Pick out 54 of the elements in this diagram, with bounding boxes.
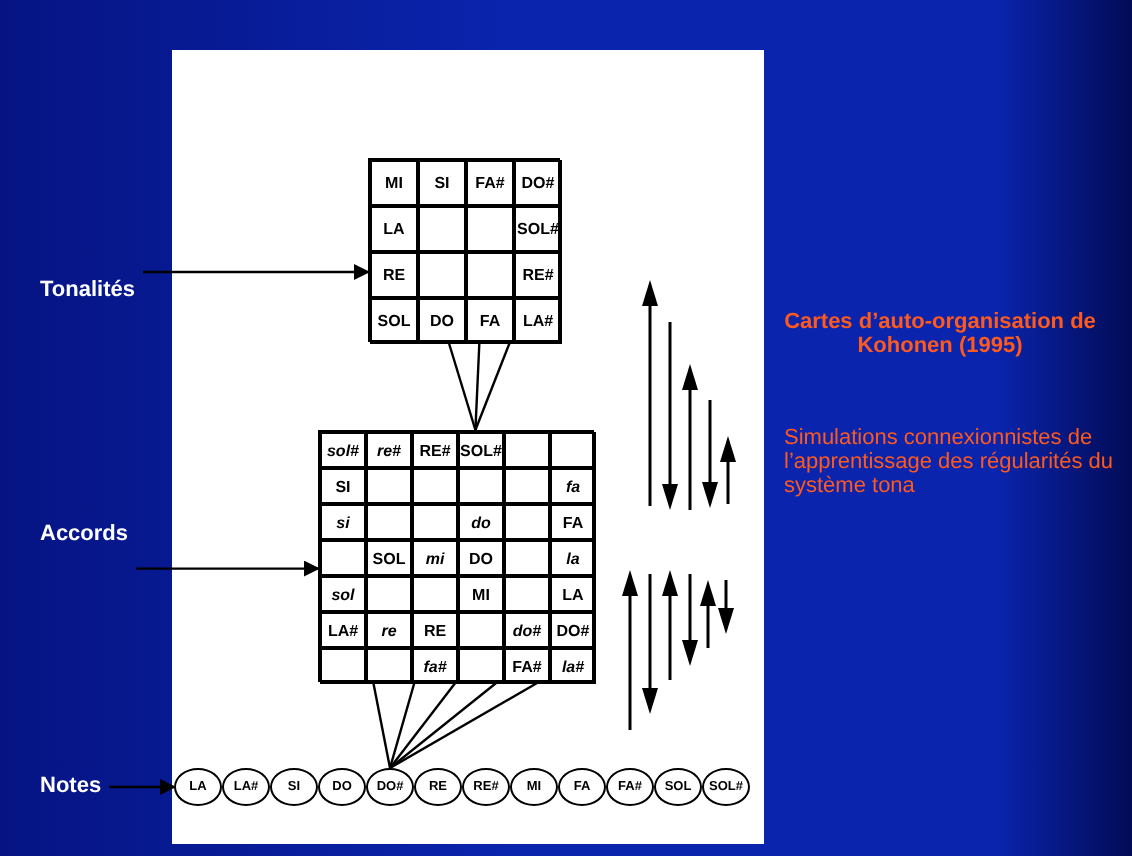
tonality-label: LA bbox=[383, 220, 405, 238]
chord-label: SOL# bbox=[460, 441, 502, 459]
chord-label: MI bbox=[472, 585, 490, 603]
chord-label: FA bbox=[562, 513, 584, 531]
chord-label: RE bbox=[423, 621, 447, 639]
chord-label: LA bbox=[562, 585, 584, 603]
chord-label: fa bbox=[565, 477, 581, 495]
tonality-label: FA# bbox=[475, 174, 505, 192]
chord-label: SOL bbox=[372, 549, 406, 567]
chord-label: RE# bbox=[419, 441, 451, 459]
arrow bbox=[136, 560, 320, 577]
connector-line bbox=[389, 681, 499, 769]
arrow bbox=[109, 779, 176, 795]
row-label: Notes bbox=[40, 774, 102, 798]
tonality-label: LA# bbox=[522, 312, 554, 330]
chord-label: SI bbox=[335, 477, 351, 495]
tonality-label: RE# bbox=[522, 266, 554, 284]
map-grid bbox=[318, 430, 594, 682]
heading-text: Cartes d’auto-organisation de Kohonen (1995) bbox=[782, 310, 1098, 358]
chord-label: do# bbox=[512, 621, 542, 639]
chord-label: fa# bbox=[423, 657, 447, 675]
chord-label: sol bbox=[331, 585, 355, 603]
chord-label: LA# bbox=[327, 621, 359, 639]
connector-line bbox=[372, 681, 392, 769]
tonality-label: RE bbox=[382, 266, 406, 284]
row-label: Accords bbox=[40, 522, 129, 546]
tonality-label: SOL# bbox=[517, 220, 559, 238]
row-label: Tonalités bbox=[40, 278, 135, 302]
connector-line bbox=[388, 681, 416, 769]
chord-label: FA# bbox=[512, 657, 542, 675]
connector-line bbox=[474, 341, 481, 431]
chord-label: sol# bbox=[326, 441, 359, 459]
note-text: Simulations connexionnistes de l’apprentissage des régularités du système tona bbox=[784, 426, 1115, 498]
chord-label: DO# bbox=[556, 621, 590, 639]
chord-label: la bbox=[566, 549, 580, 567]
chord-label: DO bbox=[469, 549, 493, 567]
tonality-label: MI bbox=[385, 174, 403, 192]
chord-label: si bbox=[336, 513, 350, 531]
chord-label: mi bbox=[425, 549, 445, 567]
tonality-label: SOL bbox=[377, 312, 411, 330]
map-grid bbox=[368, 158, 560, 342]
connector-line bbox=[389, 681, 457, 769]
tonality-label: FA bbox=[479, 312, 501, 330]
chord-label: re# bbox=[376, 441, 401, 459]
chord-label: la# bbox=[561, 657, 585, 675]
tonality-label: SI bbox=[434, 174, 450, 192]
chord-label: re bbox=[381, 621, 397, 639]
chord-label: do bbox=[471, 513, 491, 531]
connector-line bbox=[474, 341, 512, 431]
tonality-label: DO# bbox=[521, 174, 555, 192]
tonality-label: DO bbox=[430, 312, 454, 330]
arrow bbox=[143, 264, 370, 280]
connector-line bbox=[389, 680, 540, 770]
connector-line bbox=[447, 341, 477, 431]
